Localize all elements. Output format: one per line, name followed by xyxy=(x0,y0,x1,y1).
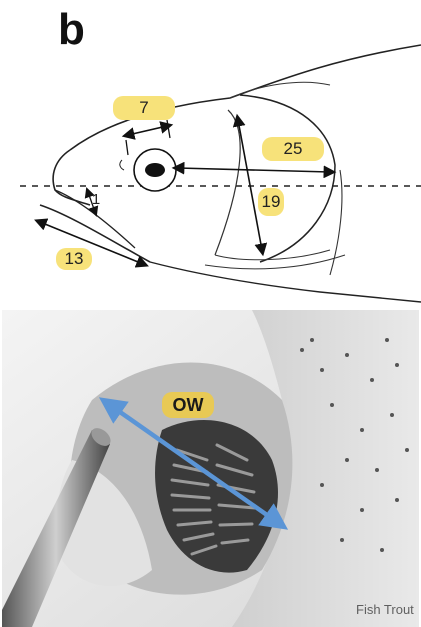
eye-label: 7 xyxy=(113,96,175,120)
pupil xyxy=(145,163,165,177)
ow-label: OW xyxy=(162,392,214,418)
panel-label: b xyxy=(58,8,85,52)
trout-gill-photo xyxy=(2,310,419,627)
gill-arrow xyxy=(238,120,262,250)
eye-arrow xyxy=(128,126,167,135)
head-rear-label: 25 xyxy=(262,137,324,161)
head-arrow xyxy=(178,168,330,172)
jaw-label: 13 xyxy=(56,248,92,270)
gill-label: 19 xyxy=(258,188,284,216)
snout-label: 1 xyxy=(90,190,102,210)
watermark: Fish Trout xyxy=(356,602,416,618)
